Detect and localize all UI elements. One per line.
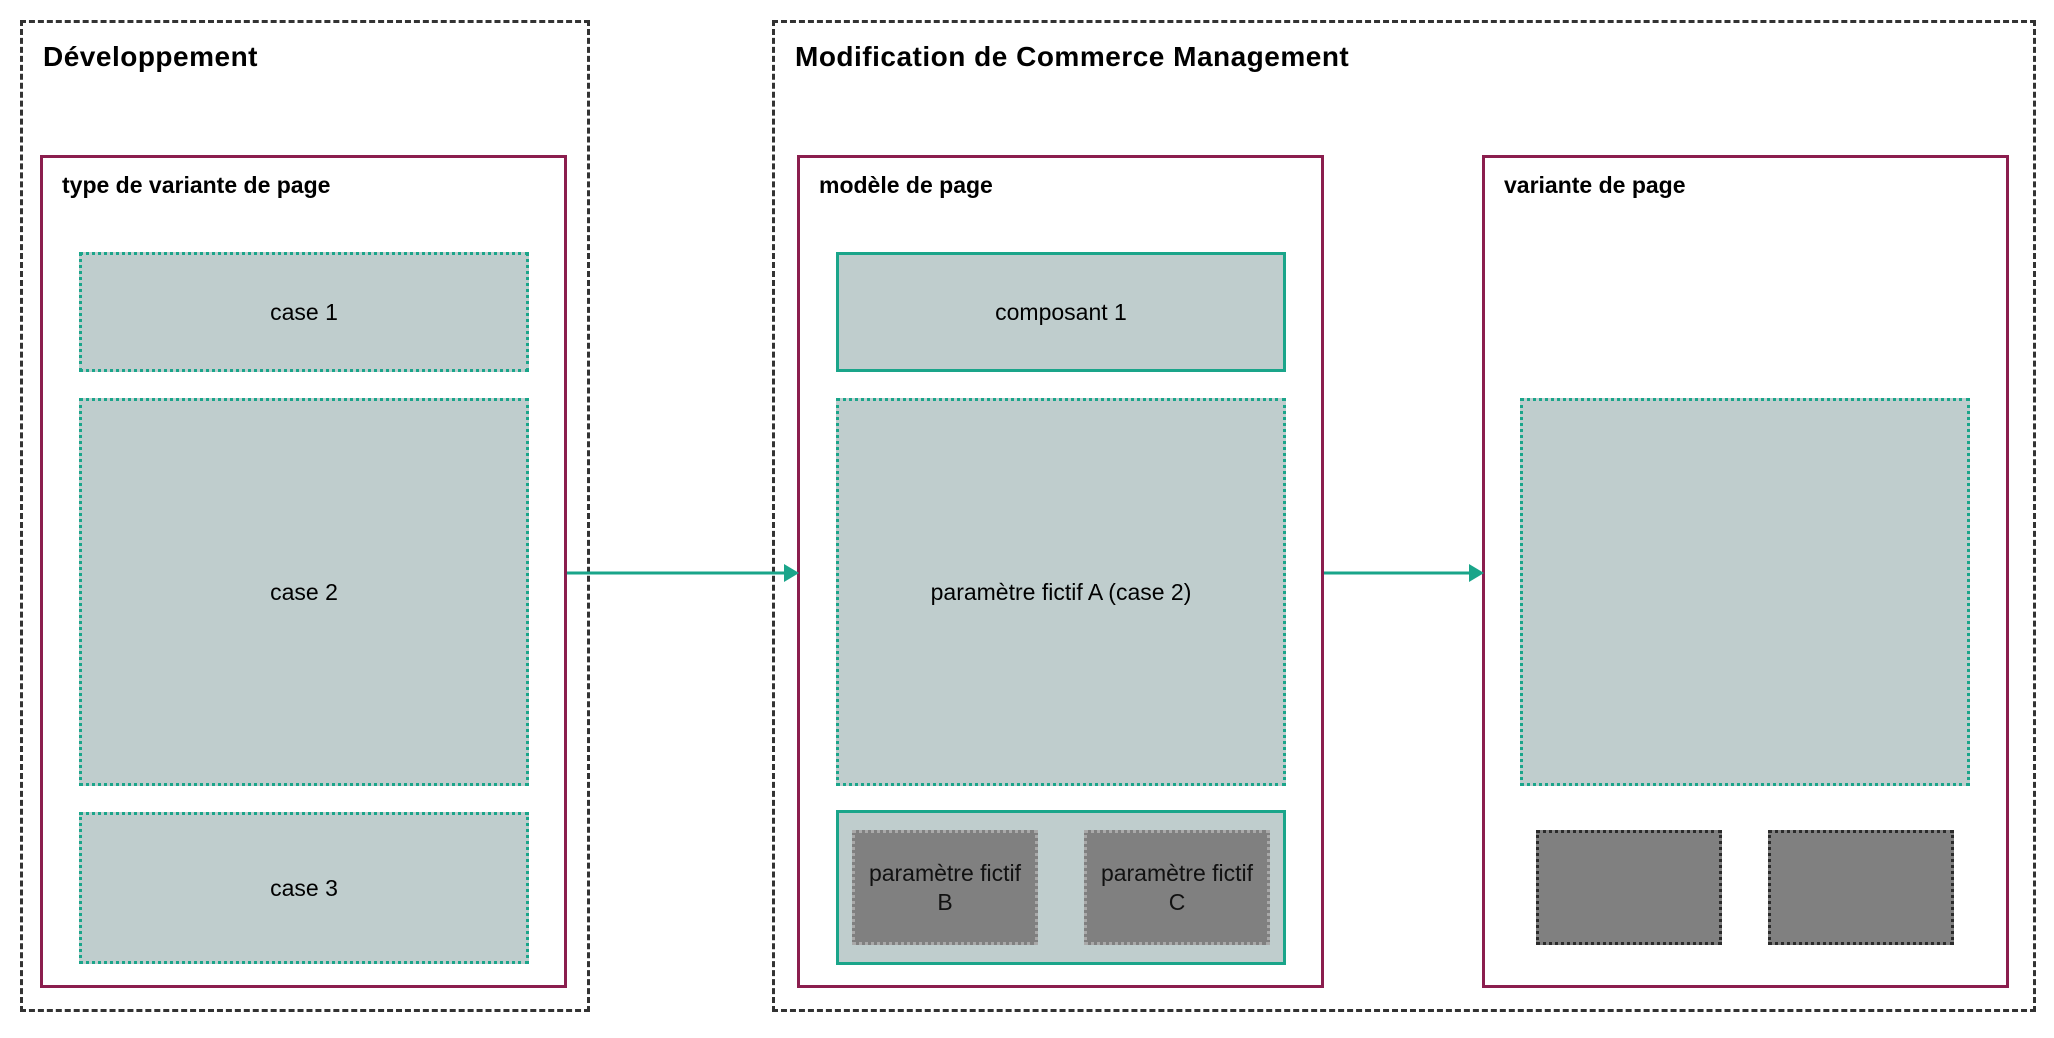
development-group-title: Développement: [43, 41, 258, 72]
variant-slot-c: [1768, 830, 1954, 945]
placeholder-a: paramètre fictif A (case 2): [836, 398, 1286, 786]
commerce-management-group: Modification de Commerce Management: [772, 20, 2036, 1012]
slot-3: case 3: [79, 812, 529, 964]
page-variant-type-title: type de variante de page: [62, 172, 331, 198]
variant-slot-a: [1520, 398, 1970, 786]
variant-slot-b: [1536, 830, 1722, 945]
slot-2: case 2: [79, 398, 529, 786]
component-1: composant 1: [836, 252, 1286, 372]
placeholder-c: paramètre fictif C: [1084, 830, 1270, 945]
development-group: Développement: [20, 20, 590, 1012]
page-template-title: modèle de page: [819, 172, 993, 198]
commerce-management-group-title: Modification de Commerce Management: [795, 41, 1350, 72]
placeholder-b: paramètre fictif B: [852, 830, 1038, 945]
slot-1: case 1: [79, 252, 529, 372]
page-variant-title: variante de page: [1504, 172, 1686, 198]
